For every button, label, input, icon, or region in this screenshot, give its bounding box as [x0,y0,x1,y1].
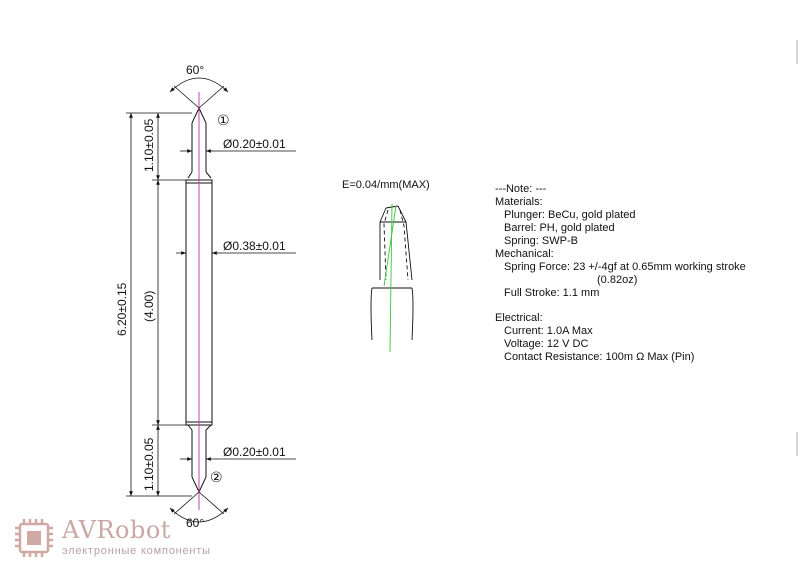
total-length-label: 6.20±0.15 [115,282,129,336]
bottom-angle-dimension [169,491,229,523]
right-edge-mark [796,432,798,456]
electrical-title: Electrical: [495,312,543,324]
mechanical-title: Mechanical: [495,248,554,260]
voltage-note: Voltage: 12 V DC [504,338,589,350]
bottom-length-label: 1.10±0.05 [142,437,156,491]
top-angle-dimension [169,77,229,109]
barrel-note: Barrel: PH, gold plated [504,222,615,234]
top-angle-label: 60° [186,63,204,77]
full-stroke-note: Full Stroke: 1.1 mm [504,287,600,299]
materials-title: Materials: [495,196,543,208]
bottom-plunger [191,430,207,477]
eccentricity-label: E=0.04/mm(MAX) [342,179,430,191]
callout-2: ② [210,470,223,486]
bottom-diameter-label: Ø0.20±0.01 [223,445,286,459]
mid-diameter-label: Ø0.38±0.01 [223,239,286,253]
chip-logo-icon [15,519,53,557]
logo-tagline: электронные компоненты [62,545,211,557]
resistance-note: Contact Resistance: 100m Ω Max (Pin) [504,351,695,363]
spring-force-note: Spring Force: 23 +/-4gf at 0.65mm workin… [504,261,746,273]
plunger-note: Plunger: BeCu, gold plated [504,209,636,221]
top-length-label: 1.10±0.05 [142,118,156,172]
top-plunger [191,123,207,172]
diameter-leaders [176,149,296,461]
spring-note: Spring: SWP-B [504,235,578,247]
spring-force-oz-note: (0.82oz) [597,274,638,286]
vertical-dimensions [129,113,160,496]
right-edge-mark [796,40,798,64]
current-note: Current: 1.0A Max [504,325,593,337]
bottom-angle-label: 60° [186,516,204,530]
logo-name: AVRobot [62,516,171,544]
callout-1: ① [217,113,230,129]
extension-lines [126,112,192,497]
mid-length-label: (4.00) [142,291,156,322]
eccentricity-detail [370,203,414,353]
top-diameter-label: Ø0.20±0.01 [223,137,286,151]
notes-header: ---Note: --- [495,183,547,195]
